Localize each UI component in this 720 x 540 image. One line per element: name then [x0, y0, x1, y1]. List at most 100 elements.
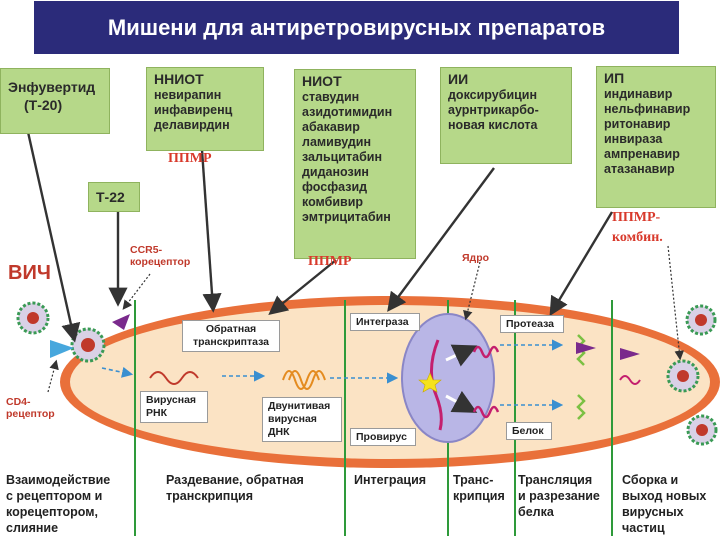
- ii-drug: доксирубицин: [448, 88, 538, 102]
- stage-transcription: Транс- крипция: [453, 472, 505, 504]
- virion-entering-icon: [70, 327, 106, 363]
- virion-released-1-icon: [685, 304, 717, 336]
- nucleus-label: Ядро: [462, 252, 490, 264]
- ip-drug: атазанавир: [604, 162, 675, 176]
- ip-drug: индинавир: [604, 87, 673, 101]
- page-title: Мишени для антиретровирусных препаратов: [107, 14, 606, 40]
- nniot-drug: инфавиренц: [154, 103, 233, 117]
- niot-drug: ставудин: [302, 90, 360, 104]
- nniot-drug: невирапин: [154, 88, 222, 102]
- t22-label: Т-22: [96, 189, 125, 205]
- stage-line: и разрезание: [518, 489, 600, 503]
- ip-drug: инвираза: [604, 132, 663, 146]
- ip-drug: нельфинавир: [604, 102, 691, 116]
- enfuvirtide-code: (Т-20): [24, 97, 63, 113]
- nniot-note: ППМР: [168, 151, 212, 166]
- virion-budding-icon: [666, 359, 700, 393]
- niot-drug: комбивир: [302, 195, 364, 209]
- enfuvirtide-box: Энфувертид (Т-20): [0, 68, 110, 134]
- viral-rna-box: Вирусная РНК: [140, 391, 208, 423]
- nniot-drug: делавирдин: [154, 118, 230, 132]
- niot-drug: ламивудин: [302, 135, 372, 149]
- cd4-label: CD4- рецептор: [6, 396, 55, 420]
- mrna-icon: [472, 345, 500, 359]
- provirus-label: Провирус: [356, 431, 407, 443]
- ip-note-1: ППМР-: [612, 210, 661, 225]
- protease-marker-icon: [576, 342, 596, 354]
- nucleus: [401, 313, 495, 443]
- niot-box: НИОТ ставудин азидотимидин абакавир лами…: [294, 69, 416, 259]
- stage-integration: Интеграция: [354, 472, 426, 488]
- stage-uncoating: Раздевание, обратная транскрипция: [166, 472, 304, 504]
- cleaved-protein-icon: [576, 394, 586, 420]
- protein-marker-icon: [620, 348, 640, 360]
- stage-line: Интеграция: [354, 473, 427, 487]
- stage-line: Раздевание, обратная: [166, 473, 304, 487]
- stage-line: транскрипция: [166, 489, 253, 503]
- ccr5-label-line2: корецептор: [130, 256, 191, 268]
- nniot-header: ННИОТ: [154, 71, 204, 87]
- dsdna-line3: ДНК: [268, 426, 290, 438]
- stage-line: Взаимодействие: [6, 473, 111, 487]
- provirus-star-icon: [418, 372, 442, 393]
- protein-box: Белок: [506, 422, 552, 440]
- niot-drug: абакавир: [302, 120, 360, 134]
- viral-rna-line1: Вирусная: [146, 394, 197, 406]
- enfuvirtide-name: Энфувертид: [8, 79, 96, 95]
- niot-drug: фосфазид: [302, 180, 368, 194]
- stage-translation: Трансляция и разрезание белка: [518, 472, 600, 520]
- assembling-rna-icon: [619, 375, 641, 385]
- niot-header: НИОТ: [302, 73, 342, 89]
- niot-drug: зальцитабин: [302, 150, 383, 164]
- cd4-receptor-icon: [50, 340, 74, 358]
- stage-line: выход новых: [622, 489, 707, 503]
- dsdna-line1: Двунитивая: [268, 400, 331, 412]
- protease-label: Протеаза: [506, 318, 554, 330]
- chromosome-strand: [430, 339, 443, 431]
- reverse-transcriptase-line2: транскриптаза: [192, 336, 270, 348]
- stage-assembly: Сборка и выход новых вирусных частиц: [622, 472, 706, 536]
- niot-note: ППМР: [308, 254, 352, 269]
- integrase-label: Интеграза: [356, 316, 409, 328]
- stage-line: с рецептором и: [6, 489, 103, 503]
- t22-box: Т-22: [88, 182, 140, 212]
- ip-note-2: комбин.: [612, 230, 663, 245]
- viral-rna-line2: РНК: [146, 407, 167, 419]
- stage-fusion: Взаимодействие с рецептором и корецептор…: [6, 472, 110, 536]
- label-pointers: [47, 245, 685, 393]
- cd4-label-line1: CD4-: [6, 396, 31, 408]
- ii-header: ИИ: [448, 71, 469, 87]
- ii-drug: аурнтрикарбо-: [448, 103, 539, 117]
- drug-target-arrows: [26, 131, 614, 343]
- stage-line: крипция: [453, 489, 505, 503]
- flow-arrows: [101, 339, 564, 411]
- ii-box: ИИ доксирубицин аурнтрикарбо- новая кисл…: [440, 67, 572, 164]
- ip-drug: ампренавир: [604, 147, 680, 161]
- hiv-label: ВИЧ: [8, 262, 51, 284]
- ip-drug: ритонавир: [604, 117, 671, 131]
- cd4-label-line2: рецептор: [6, 408, 55, 420]
- niot-drug: азидотимидин: [302, 105, 393, 119]
- dsdna-line2: вирусная: [268, 413, 317, 425]
- ccr5-label: CCR5- корецептор: [130, 244, 190, 268]
- ip-header: ИП: [604, 70, 625, 86]
- provirus-box: Провирус: [350, 428, 416, 446]
- genomic-rna-icon: [472, 405, 500, 419]
- virion-outside-icon: [16, 301, 50, 335]
- protein-label: Белок: [512, 425, 544, 437]
- reverse-transcriptase-box: Обратная транскриптаза: [182, 320, 280, 352]
- stage-line: частиц: [622, 521, 665, 535]
- stage-line: вирусных: [622, 505, 684, 519]
- stage-line: Транс-: [453, 473, 494, 487]
- integrase-box: Интеграза: [350, 313, 420, 331]
- stage-line: Трансляция: [518, 473, 593, 487]
- protease-box: Протеаза: [500, 315, 564, 333]
- dsdna-box: Двунитивая вирусная ДНК: [262, 397, 342, 442]
- title-banner: Мишени для антиретровирусных препаратов: [34, 1, 679, 54]
- stage-line: Сборка и: [622, 473, 679, 487]
- stage-line: слияние: [6, 521, 59, 535]
- stage-line: белка: [518, 505, 554, 519]
- stage-line: корецептором,: [6, 505, 98, 519]
- nniot-box: ННИОТ невирапин инфавиренц делавирдин: [146, 67, 264, 151]
- niot-drug: эмтрицитабин: [302, 210, 391, 224]
